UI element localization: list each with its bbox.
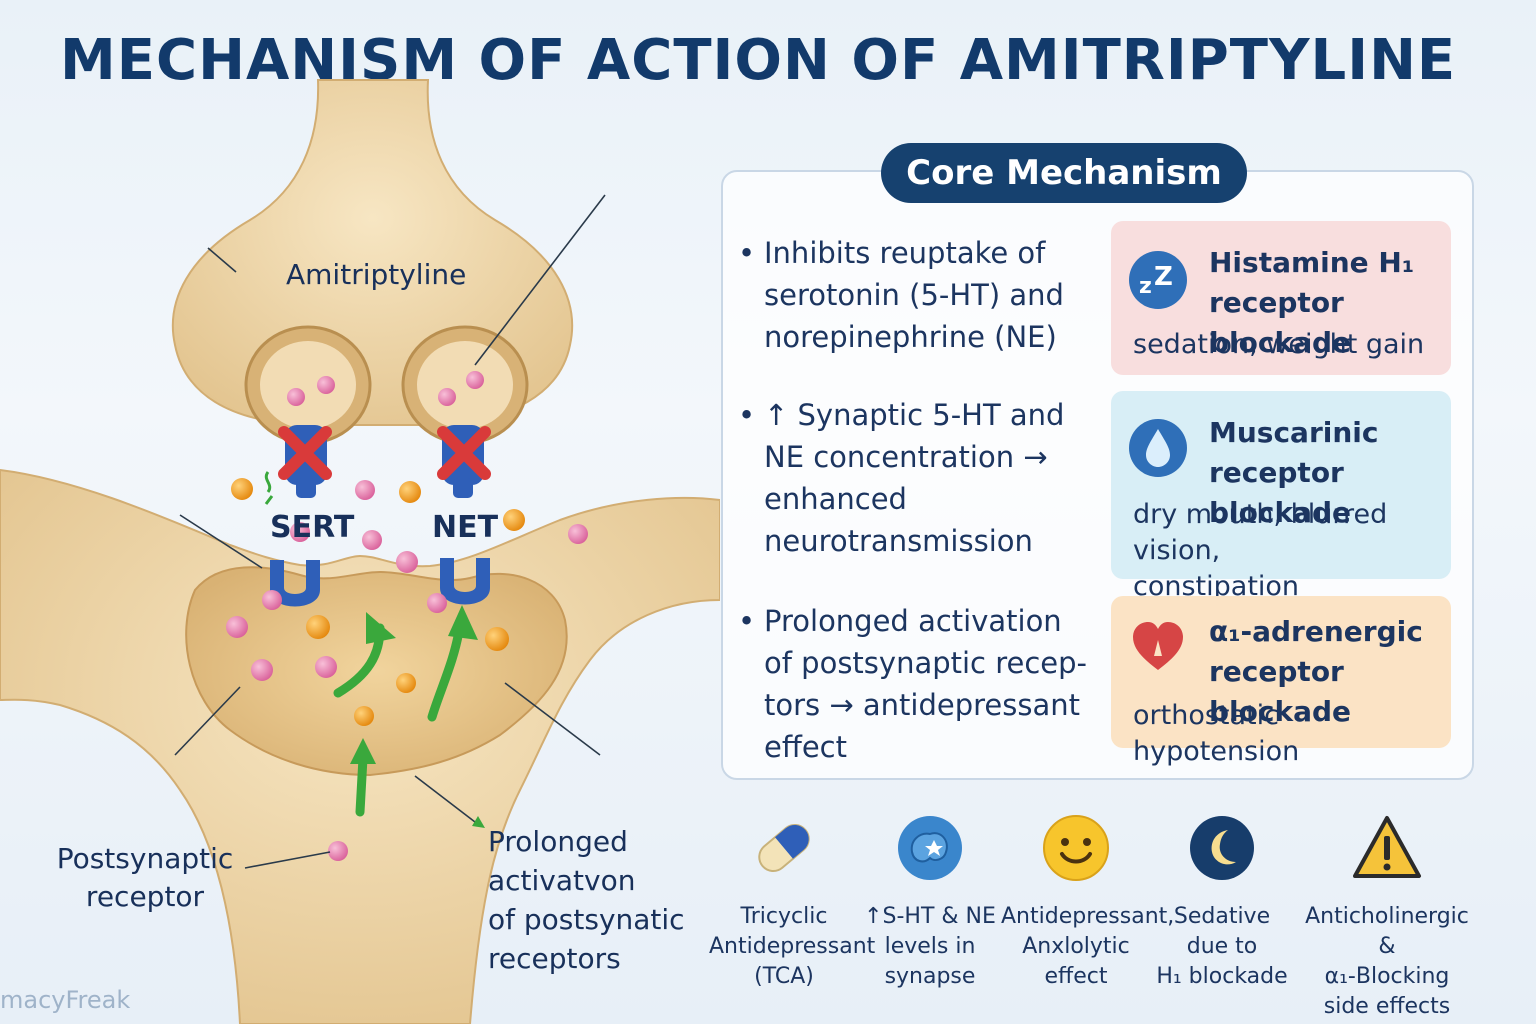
prolonged-activation-label: Prolonged activatvon of postsynatic rece… xyxy=(488,822,685,978)
svg-text:Z: Z xyxy=(1154,262,1173,292)
card-title: Histamine H₁ receptor blockade xyxy=(1209,243,1451,363)
drug-label: Amitriptyline xyxy=(286,258,467,291)
summary-line: Antidepressant xyxy=(709,934,876,959)
card-effect: dry mouth, blurred vision, constipation xyxy=(1133,497,1451,605)
sert-receptor-bottom xyxy=(270,560,320,607)
summary-line: H₁ blockade xyxy=(1156,964,1288,989)
summary-text: Antidepressant, Anxlolytic effect xyxy=(1001,902,1175,992)
smile-icon xyxy=(1043,815,1109,881)
sert-label: SERT xyxy=(270,510,355,545)
card-alpha1-adrenergic: α₁-adrenergic receptor blockade orthosta… xyxy=(1111,596,1451,767)
summary-line: levels in xyxy=(884,934,976,959)
card-effect-line: sedation, weight gain xyxy=(1133,329,1425,360)
summary-sedative: Sedative due to H₁ blockade xyxy=(1147,812,1297,992)
net-label: NET xyxy=(432,510,499,545)
bullet-line: of postsynaptic recep- xyxy=(764,646,1088,680)
bullet-text: Prolonged activation of postsynaptic rec… xyxy=(738,600,1098,768)
card-effect: orthostatic hypotension xyxy=(1133,698,1451,770)
zzz-icon: z Z xyxy=(1129,251,1187,309)
summary-text: Anticholinergic & α₁-Blocking side effec… xyxy=(1297,902,1477,1022)
card-effect-line: dry mouth, blurred vision, xyxy=(1133,499,1388,566)
moon-icon xyxy=(1190,816,1254,880)
summary-line: Tricyclic xyxy=(740,904,828,929)
card-effect-line: orthostatic hypotension xyxy=(1133,700,1300,767)
summary-line: (TCA) xyxy=(754,964,814,989)
summary-text: ↑S-HT & NE levels in synapse xyxy=(855,902,1005,992)
bullet-line: effect xyxy=(764,730,847,764)
bullet-synaptic-concentration: • ↑ Synaptic 5-HT and NE concentration →… xyxy=(738,394,1098,562)
card-title-line: receptor blockade xyxy=(1209,286,1352,359)
bullet-dot: • xyxy=(738,604,756,638)
summary-5ht-ne: ↑S-HT & NE levels in synapse xyxy=(855,812,1005,992)
net-block-mark xyxy=(437,426,491,480)
prolonged-label-line: receptors xyxy=(488,942,621,975)
bullet-text: Inhibits reuptake of serotonin (5-HT) an… xyxy=(738,232,1098,358)
card-title-line: α₁-adrenergic xyxy=(1209,615,1423,648)
summary-line: due to xyxy=(1186,934,1258,959)
card-title: Muscarinic receptor blockade xyxy=(1209,413,1451,533)
summary-antidepressant: Antidepressant, Anxlolytic effect xyxy=(1001,812,1175,992)
summary-line: synapse xyxy=(884,964,976,989)
page-title: MECHANISM OF ACTION OF AMITRIPTYLINE xyxy=(60,28,1457,93)
postsynaptic-receptor-label: Postsynaptic receptor xyxy=(45,840,245,916)
summary-line: side effects xyxy=(1323,994,1451,1019)
prolonged-label-line: Prolonged xyxy=(488,825,628,858)
postsynaptic-label-line: receptor xyxy=(85,880,205,913)
core-mechanism-title: Core Mechanism xyxy=(881,143,1247,203)
bullet-line: neurotransmission xyxy=(764,524,1033,558)
warning-icon xyxy=(1353,816,1421,878)
card-title-line: receptor blockade xyxy=(1209,456,1352,529)
summary-line: Antidepressant, xyxy=(1001,904,1175,929)
summary-text: Sedative due to H₁ blockade xyxy=(1147,902,1297,992)
card-title-line: Histamine H₁ xyxy=(1209,246,1415,279)
bullet-line: serotonin (5-HT) and xyxy=(764,278,1064,312)
synaptic-cleft xyxy=(185,566,568,777)
bullet-line: Inhibits reuptake of xyxy=(764,236,1046,270)
card-title-line: Muscarinic xyxy=(1209,416,1379,449)
bullet-text: ↑ Synaptic 5-HT and NE concentration → e… xyxy=(738,394,1098,562)
bullet-prolonged-activation: • Prolonged activation of postsynaptic r… xyxy=(738,600,1098,768)
card-muscarinic: Muscarinic receptor blockade dry mouth, … xyxy=(1111,391,1451,602)
card-histamine-h1: z Z Histamine H₁ receptor blockade sedat… xyxy=(1111,221,1451,375)
prolonged-label-line: of postsynatic xyxy=(488,903,685,936)
summary-line: Anxlolytic xyxy=(1022,934,1130,959)
postsynaptic-label-line: Postsynaptic xyxy=(56,842,234,875)
bullet-dot: • xyxy=(738,398,756,432)
heart-icon xyxy=(1133,622,1183,670)
sert-block-mark xyxy=(278,426,332,480)
card-title: α₁-adrenergic receptor blockade xyxy=(1209,612,1451,732)
net-receptor-bottom xyxy=(440,558,490,605)
synapse-diagram xyxy=(0,79,720,1024)
summary-line: α₁-Blocking xyxy=(1324,964,1450,989)
summary-line: effect xyxy=(1044,964,1108,989)
bullet-dot: • xyxy=(738,236,756,270)
summary-line: Sedative xyxy=(1173,904,1271,929)
summary-line: Anticholinergic & xyxy=(1305,904,1469,959)
bullet-line: tors → antidepressant xyxy=(764,688,1080,722)
watermark: macyFreak xyxy=(0,986,131,1014)
bullet-line: ↑ Synaptic 5-HT and xyxy=(764,398,1065,432)
droplet-icon xyxy=(1129,419,1187,477)
summary-text: Tricyclic Antidepressant (TCA) xyxy=(709,902,876,992)
prolonged-label-line: activatvon xyxy=(488,864,636,897)
bullet-line: NE concentration → xyxy=(764,440,1048,474)
bullet-line: norepinephrine (NE) xyxy=(764,320,1057,354)
card-effect: sedation, weight gain xyxy=(1133,327,1424,363)
bullet-reuptake: • Inhibits reuptake of serotonin (5-HT) … xyxy=(738,232,1098,358)
summary-tca: Tricyclic Antidepressant (TCA) xyxy=(709,812,876,992)
bullet-line: Prolonged activation xyxy=(764,604,1062,638)
capsule-icon xyxy=(758,824,810,872)
bullet-line: enhanced xyxy=(764,482,907,516)
summary-side-effects: Anticholinergic & α₁-Blocking side effec… xyxy=(1297,812,1477,1022)
svg-text:z: z xyxy=(1139,274,1152,299)
summary-line: ↑S-HT & NE xyxy=(864,904,996,929)
brain-icon xyxy=(898,816,962,880)
card-title-line: receptor blockade xyxy=(1209,655,1352,728)
